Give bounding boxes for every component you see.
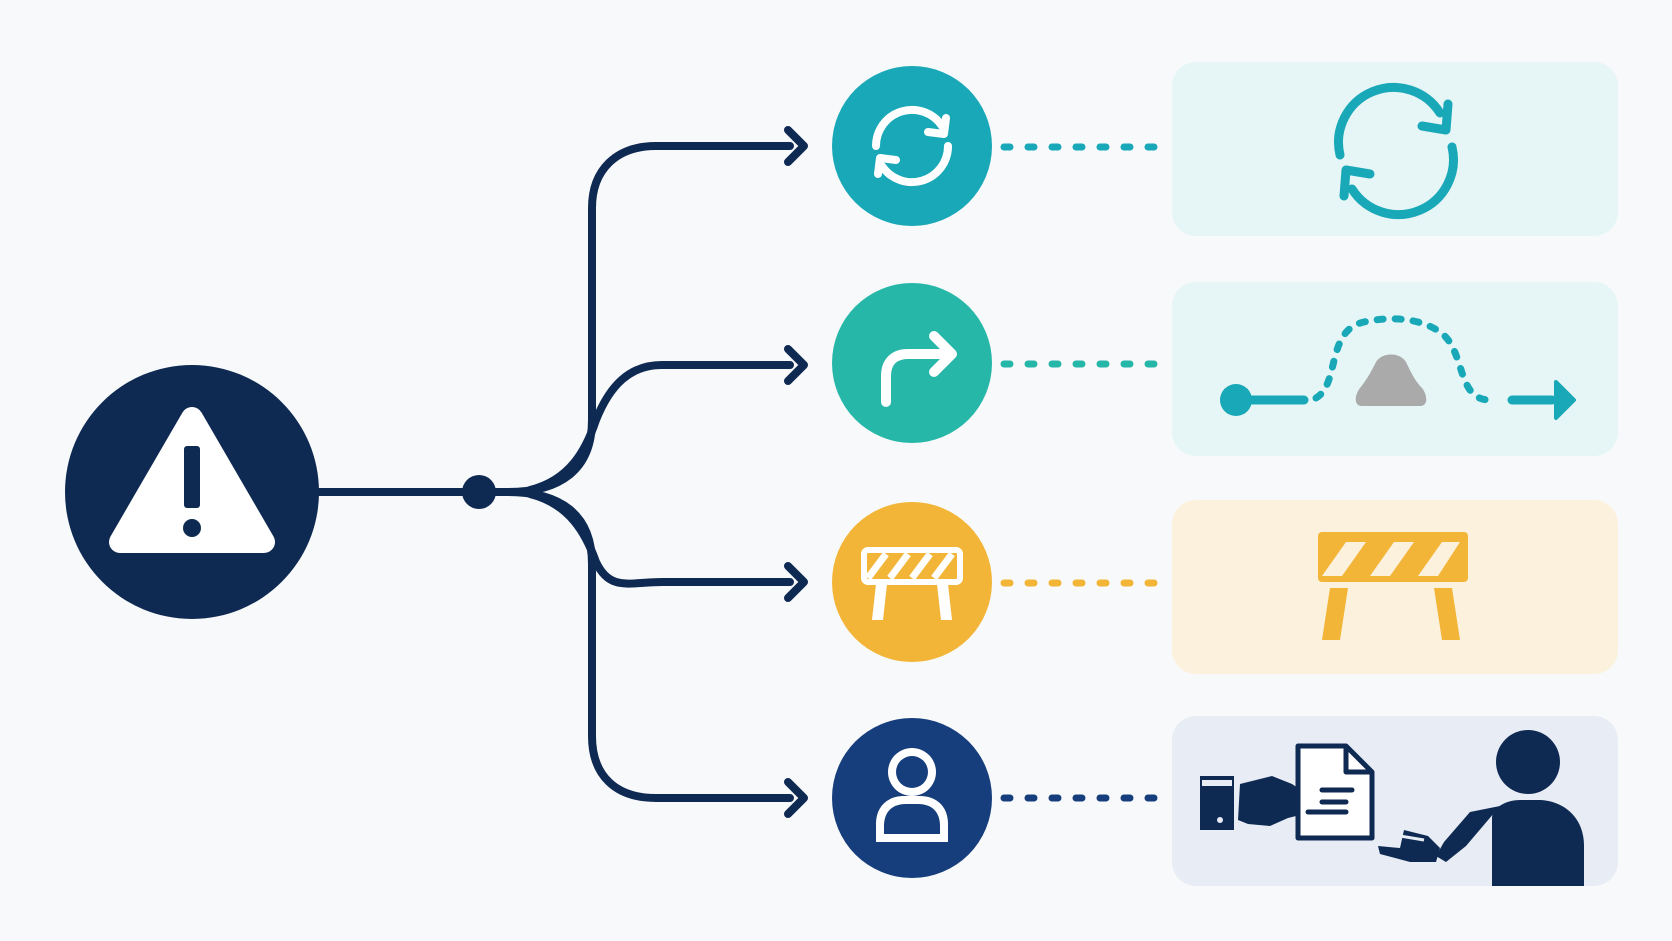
branch-block [832,500,1618,674]
arrowhead-retry [784,126,808,166]
junction-node [462,475,496,509]
recipient-arm [1436,806,1500,862]
person-icon-cutout [884,756,940,834]
warning-triangle-icon [109,407,275,553]
turn-right-arrow-icon [881,331,957,407]
roadblock-barrier-icon [1318,532,1468,640]
branch-escalate [832,716,1618,886]
handoff-document-to-person-icon [1200,730,1584,886]
branch-detour [832,282,1618,456]
detour-around-obstacle-icon [1220,315,1576,420]
arrowheads [784,126,808,818]
recipient-hand [1378,830,1440,862]
refresh-cycle-icon [1334,82,1458,220]
detour-node [832,283,992,443]
roadblock-barrier-icon [861,547,963,620]
branch-line-detour [526,361,794,494]
branch-retry [832,62,1618,236]
branch-line-block [526,490,794,588]
retry-panel [1172,62,1618,236]
connector-lines [296,142,794,802]
branch-line-escalate [504,488,794,802]
recipient-head [1496,730,1560,794]
obstacle-rock [1355,354,1427,406]
left-hand [1238,776,1312,826]
refresh-cycle-icon [871,105,953,187]
arrowhead-detour [784,345,808,385]
branch-line-retry [504,142,794,496]
arrowhead-block [784,562,808,602]
block-panel [1172,500,1618,674]
retry-node [832,66,992,226]
source-node [65,365,319,619]
recipient-body [1492,800,1584,886]
arrowhead-escalate [784,778,808,818]
